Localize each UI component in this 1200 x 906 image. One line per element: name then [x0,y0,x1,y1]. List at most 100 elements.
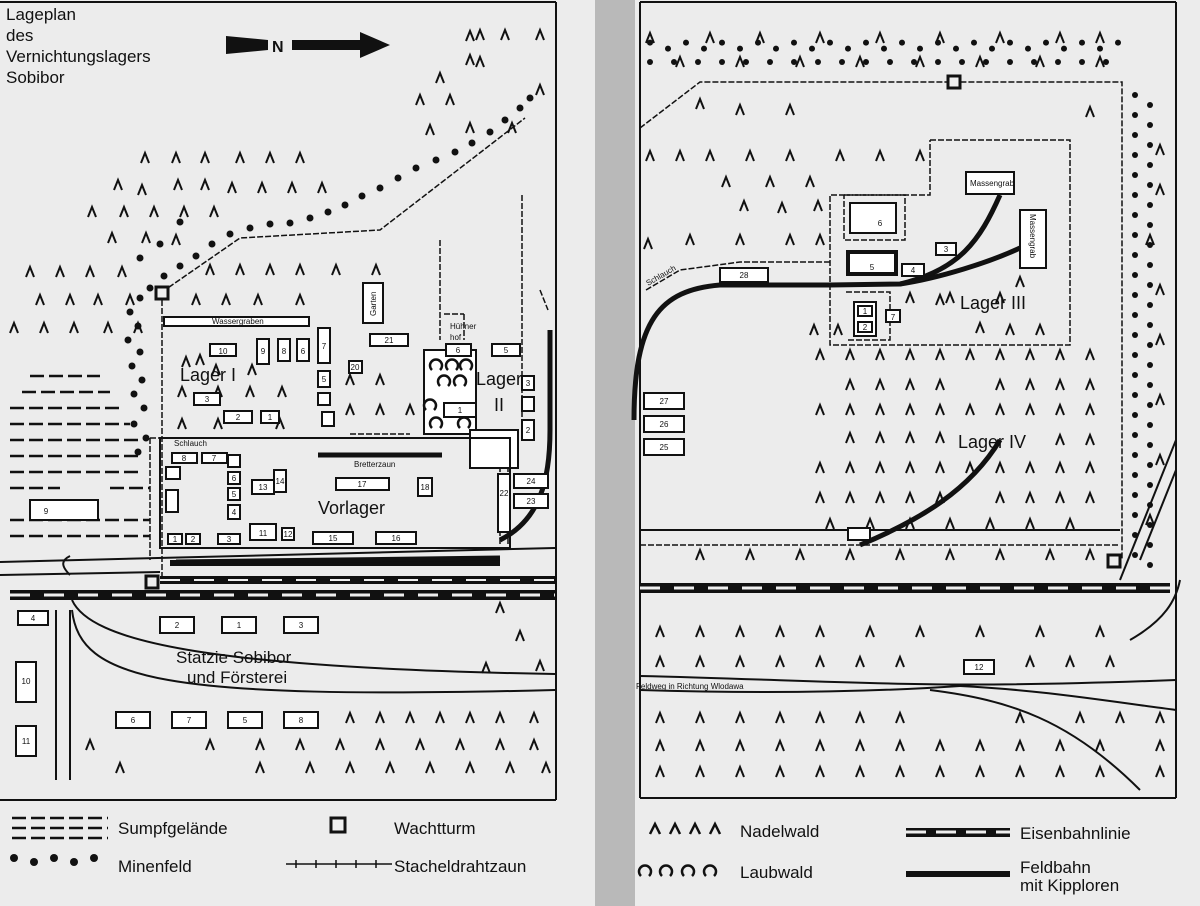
conifer-tree [541,760,551,774]
mine-dot [1147,122,1153,128]
conifer-tree [177,384,187,398]
conifer-tree [1095,764,1105,778]
bldg-num: 7 [187,716,192,725]
bldg-num: 4 [232,508,237,517]
label-lager-2a: Lager [476,369,522,389]
conifer-tree [855,710,865,724]
conifer-tree [935,292,945,306]
conifer-tree [500,27,510,41]
conifer-tree [415,737,425,751]
conifer-tree [1025,654,1035,668]
conifer-tree [253,292,263,306]
conifer-tree [1025,460,1035,474]
conifer-tree [655,624,665,638]
conifer-tree [213,416,223,430]
mine-dot [1132,192,1138,198]
conifer-tree [915,624,925,638]
bldg-num: 13 [259,483,268,492]
conifer-tree [675,148,685,162]
mine-dot [1132,472,1138,478]
conifer-tree [475,27,485,41]
conifer-tree [735,624,745,638]
mine-dot [1147,362,1153,368]
swamp-area [10,374,150,538]
mine-dot [1132,92,1138,98]
bldg-num: 21 [385,336,394,345]
conifer-tree [295,262,305,276]
conifer-tree [55,264,65,278]
conifer-tree [845,377,855,391]
conifer-tree [815,654,825,668]
conifer-tree [935,460,945,474]
conifer-tree [915,54,925,68]
mine-dot [1147,402,1153,408]
bldg-num: 15 [329,534,338,543]
north-label: N [272,39,284,56]
conifer-tree [1085,104,1095,118]
watchtower-1 [154,285,170,301]
mine-dot [1147,202,1153,208]
conifer-tree [345,372,355,386]
conifer-tree [875,347,885,361]
bldg-num: 5 [870,263,875,272]
conifer-forest [9,27,1165,778]
bldg-num: 24 [527,477,536,486]
gutter [595,0,635,906]
conifer-tree [1085,432,1095,446]
conifer-tree [119,204,129,218]
conifer-tree [875,377,885,391]
conifer-tree [655,710,665,724]
conifer-tree [845,547,855,561]
right-panel [635,0,1200,906]
mine-dot [1079,39,1085,46]
legend-field-railway-label-b: mit Kipploren [1020,876,1120,895]
conifer-tree [645,30,655,44]
mine-dot [324,208,332,216]
conifer-tree [655,738,665,752]
bldg-num: 3 [944,245,949,254]
mine-dot [142,434,150,442]
conifer-tree [905,402,915,416]
minefield-left [124,94,534,456]
conifer-tree [775,710,785,724]
conifer-tree [855,654,865,668]
conifer-tree [905,430,915,444]
area-labels: Lager I Lager II Vorlager Lager III Lage… [176,293,1026,687]
mine-dot [911,59,917,65]
mine-dot [737,45,743,52]
bldg-num: 2 [863,323,868,332]
legend-watchtower-symbol [329,816,347,834]
mine-dot [286,219,294,227]
conifer-tree [1155,738,1165,752]
conifer-tree [685,232,695,246]
mine-dot [719,59,725,65]
bldg-num: 3 [526,379,531,388]
conifer-tree [721,174,731,188]
conifer-tree [1055,738,1065,752]
mine-dot [451,148,459,156]
bldg-num: 26 [660,420,669,429]
label-garten: Garten [369,292,378,316]
mine-dot [1147,522,1153,528]
conifer-tree [140,150,150,164]
mine-dot [1147,182,1153,188]
conifer-tree [995,460,1005,474]
conifer-tree [117,264,127,278]
conifer-tree [481,660,491,674]
mine-dot [1147,462,1153,468]
conifer-tree [25,264,35,278]
legend-field-railway-label-a: Feldbahn [1020,858,1091,877]
conifer-tree [875,460,885,474]
mine-dot [156,240,164,248]
conifer-tree [855,54,865,68]
mine-dot [695,59,701,65]
mine-dot [376,184,384,192]
mine-dot [1132,372,1138,378]
mine-dot [1147,102,1153,108]
conifer-tree [113,177,123,191]
deciduous-trees [422,358,474,429]
mine-dot [1147,562,1153,568]
conifer-tree [435,70,445,84]
conifer-tree [93,292,103,306]
conifer-tree [125,292,135,306]
